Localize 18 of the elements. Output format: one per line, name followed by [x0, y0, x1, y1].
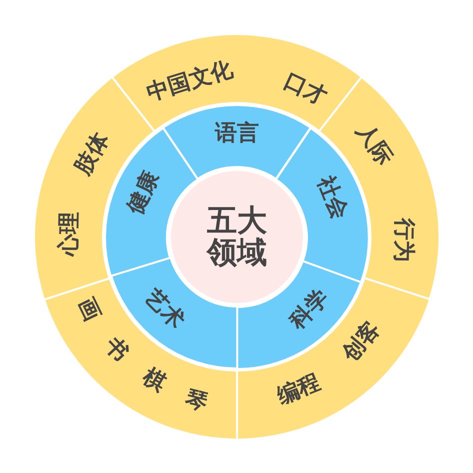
- segment-label: 心理: [58, 212, 82, 256]
- segment-label: 画: [73, 295, 102, 324]
- segment-label: 书: [100, 334, 132, 366]
- segment-label: 语言: [214, 123, 259, 145]
- segment-label: 社会: [314, 174, 351, 223]
- segment-label: 艺术: [140, 286, 188, 334]
- segment-label: 创客: [339, 318, 384, 366]
- segment-label: 棋: [138, 366, 169, 396]
- segment-label: 肢体: [72, 129, 114, 179]
- segment-label: 行为: [392, 218, 414, 262]
- segment-label: 中国文化: [144, 58, 235, 106]
- segment-label: 健康: [124, 168, 163, 218]
- segment-label: 人际: [352, 120, 396, 170]
- center-title: 五大领域: [206, 206, 268, 268]
- segment-label: 口才: [280, 70, 330, 110]
- segment-label: 琴: [182, 388, 210, 416]
- segment-label: 编程: [274, 372, 324, 408]
- segment-label: 科学: [286, 286, 334, 334]
